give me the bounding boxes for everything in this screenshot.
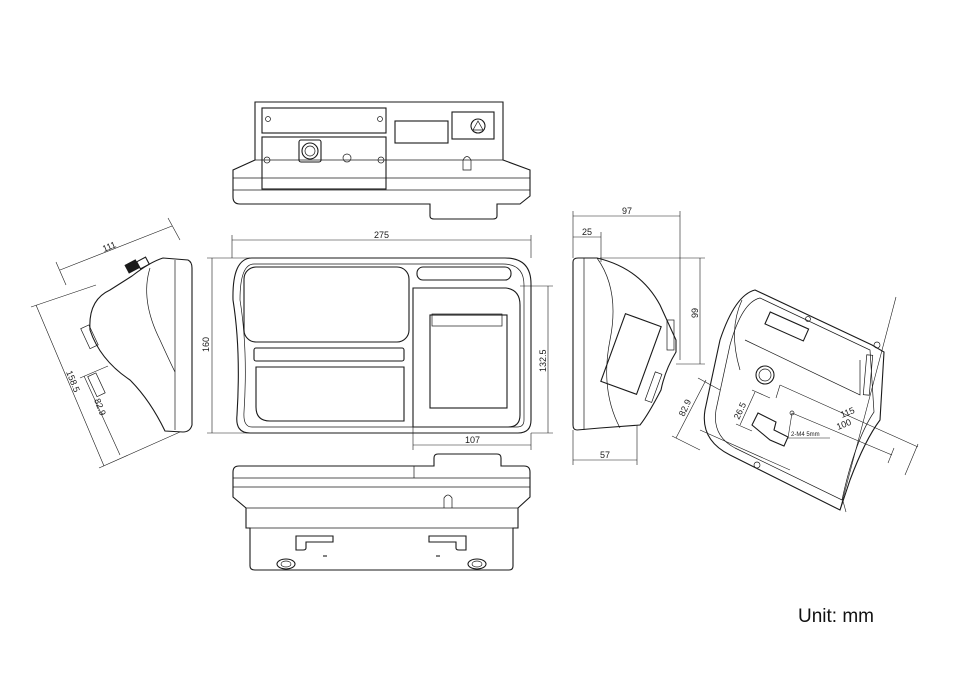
front-view-dimensions: 275 160 132.5 107 <box>201 230 553 450</box>
right-side-dimensions: 97 25 99 57 <box>572 206 705 465</box>
dim-right-depth: 97 <box>622 206 632 216</box>
dim-right-height: 99 <box>690 308 700 318</box>
dim-height: 160 <box>201 337 211 352</box>
dim-inner-width: 107 <box>465 435 480 445</box>
bottom-view <box>232 453 531 571</box>
dim-rear-4: 100 <box>835 417 853 432</box>
dim-rear-2: 26.5 <box>732 401 748 421</box>
rear-view <box>699 289 885 513</box>
dim-rear-1: 82.9 <box>677 398 693 418</box>
rear-view-dimensions: 82.9 26.5 115 100 2-M4 5mm <box>671 296 919 511</box>
dim-right-base: 57 <box>600 450 610 460</box>
dim-right-front: 25 <box>582 227 592 237</box>
right-side-view <box>572 257 677 431</box>
dim-left-height: 158.5 <box>64 369 82 394</box>
screw-note: 2-M4 5mm <box>791 432 820 438</box>
dim-rear-3: 115 <box>839 405 856 420</box>
left-side-view <box>80 256 193 433</box>
dim-width: 275 <box>374 230 389 240</box>
dim-left-length: 111 <box>101 239 117 253</box>
top-view <box>232 101 531 220</box>
left-side-dimensions: 111 158.5 82.9 <box>30 217 181 469</box>
front-view <box>232 257 532 434</box>
unit-label: Unit: mm <box>798 606 874 627</box>
dim-inner-height: 132.5 <box>538 349 548 372</box>
dim-left-inner: 82.9 <box>92 397 108 417</box>
